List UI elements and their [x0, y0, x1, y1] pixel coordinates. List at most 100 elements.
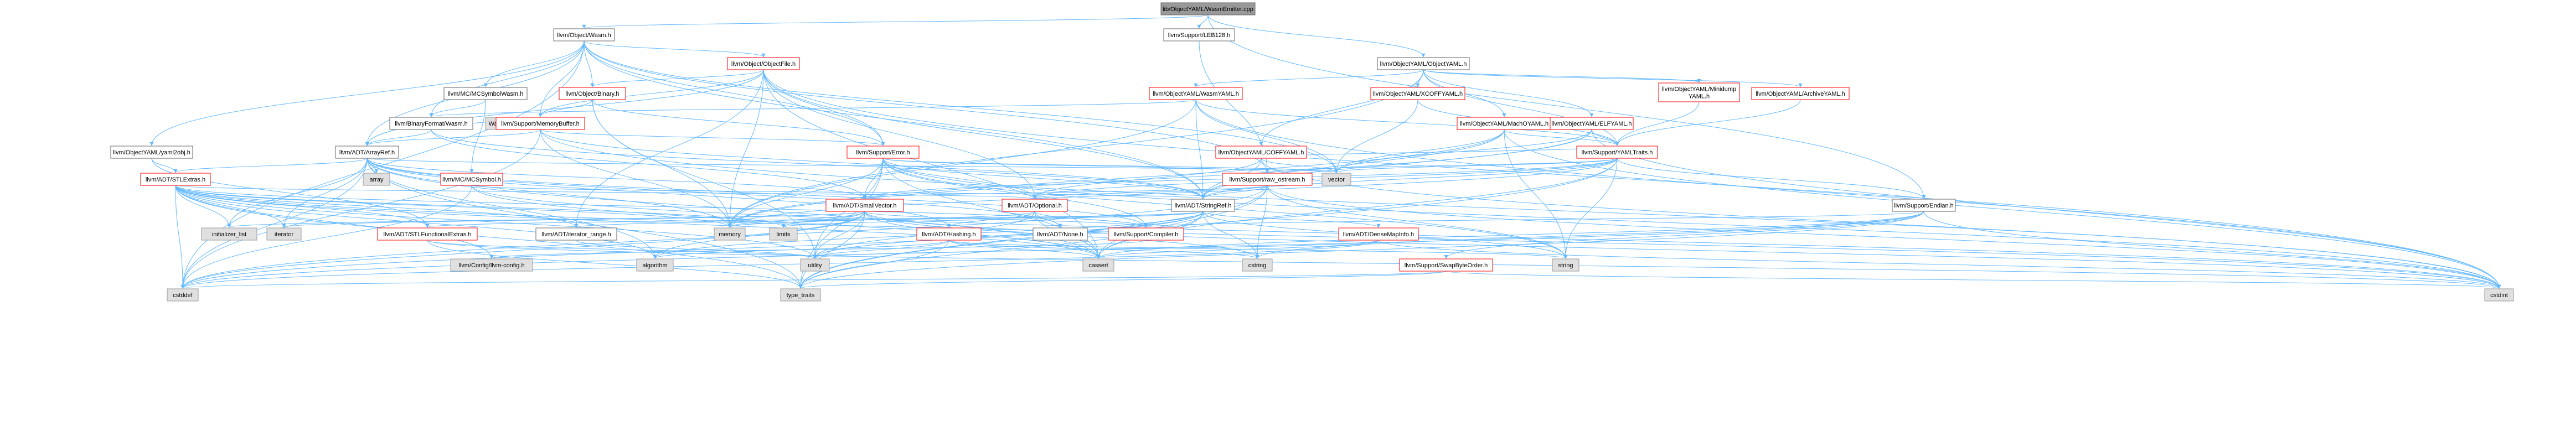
edge-arrayref-to-typetraits	[366, 158, 803, 289]
edge-stlextras-to-memory	[175, 185, 732, 228]
node-initlist: initializer_list	[201, 227, 257, 241]
edge-arrayref-to-hashing	[366, 158, 951, 228]
node-label-llvmconfig: llvm/Config/llvm-config.h	[458, 262, 524, 269]
node-stringref[interactable]: llvm/ADT/StringRef.h	[1171, 199, 1235, 212]
edge-machoyaml-to-cstdint	[1504, 129, 2501, 289]
node-cassert: cassert	[1082, 258, 1114, 272]
node-box-objfile	[727, 57, 800, 70]
node-label-cstring: cstring	[1248, 262, 1266, 269]
edge-objfile-to-cstdint	[763, 69, 2501, 289]
node-label-cstdint: cstdint	[2490, 292, 2508, 299]
edge-stlextras-to-initlist	[175, 185, 231, 228]
edge-wasmyaml-to-stringref	[1195, 99, 1205, 199]
node-wasmyaml[interactable]: llvm/ObjectYAML/WasmYAML.h	[1149, 87, 1243, 100]
edge-endian-to-compiler	[1144, 211, 1924, 228]
node-box-stringref	[1171, 199, 1235, 212]
edge-stlextras-to-typetraits	[175, 185, 803, 289]
node-archiveyaml[interactable]: llvm/ObjectYAML/ArchiveYAML.h	[1751, 87, 1850, 100]
node-endian[interactable]: llvm/Support/Endian.h	[1892, 199, 1956, 212]
node-label-algorithm: algorithm	[642, 262, 667, 269]
edge-stlextras-to-stlfunc	[175, 185, 430, 228]
edge-densemapinfo-to-cstddef	[180, 240, 1379, 289]
node-box-mcsymbol	[440, 173, 503, 186]
node-mcsymwasm[interactable]: llvm/MC/MCSymbolWasm.h	[443, 87, 528, 100]
node-xcoffyaml[interactable]: llvm/ObjectYAML/XCOFFYAML.h	[1370, 87, 1465, 100]
node-machoyaml[interactable]: llvm/ObjectYAML/MachOYAML.h	[1457, 117, 1552, 130]
node-label-minidumpyaml: llvm/ObjectYAML/Minidump	[1662, 86, 1736, 93]
node-label-iterrange: llvm/ADT/iterator_range.h	[541, 231, 611, 238]
node-objyaml[interactable]: llvm/ObjectYAML/ObjectYAML.h	[1377, 57, 1470, 70]
node-box-memory	[714, 227, 746, 241]
node-label-optional: llvm/ADT/Optional.h	[1008, 203, 1062, 209]
node-label-supporterror: llvm/Support/Error.h	[856, 149, 910, 156]
node-optional[interactable]: llvm/ADT/Optional.h	[1002, 199, 1068, 212]
edge-binfmtwasm-to-arrayref	[365, 129, 432, 146]
node-objbinary[interactable]: llvm/Object/Binary.h	[559, 87, 626, 100]
node-densemapinfo[interactable]: llvm/ADT/DenseMapInfo.h	[1338, 227, 1419, 241]
node-label-memory: memory	[719, 231, 741, 238]
edge-objfile-to-optional	[763, 69, 1037, 199]
node-root[interactable]: lib/ObjectYAML/WasmEmitter.cpp	[1160, 2, 1256, 15]
edge-objfile-to-stringref	[763, 69, 1205, 199]
node-label-mcsymwasm: llvm/MC/MCSymbolWasm.h	[448, 91, 524, 97]
node-yamlh[interactable]: llvm/ObjectYAML/yaml2obj.h	[110, 146, 193, 159]
node-algorithm: algorithm	[636, 258, 674, 272]
node-label-xcoffyaml: llvm/ObjectYAML/XCOFFYAML.h	[1373, 91, 1463, 97]
node-iterrange[interactable]: llvm/ADT/iterator_range.h	[535, 227, 617, 241]
node-box-typetraits	[780, 288, 821, 302]
node-array: array	[363, 173, 390, 186]
node-memorybuf[interactable]: llvm/Support/MemoryBuffer.h	[495, 117, 585, 130]
edge-machoyaml-to-stringref	[1201, 129, 1505, 199]
edge-stringref-to-cstddef	[180, 211, 1204, 289]
edge-objwasm-to-yamlh	[149, 40, 585, 146]
edge-stringref-to-stlfunc	[426, 211, 1204, 228]
node-box-root	[1160, 2, 1256, 15]
node-box-coffyaml	[1215, 146, 1307, 159]
node-none[interactable]: llvm/ADT/None.h	[1033, 227, 1088, 241]
edge-rawostream-to-cassert	[1096, 185, 1268, 259]
node-elfyaml[interactable]: llvm/ObjectYAML/ELFYAML.h	[1550, 117, 1634, 130]
node-compiler[interactable]: llvm/Support/Compiler.h	[1108, 227, 1184, 241]
edge-endian-to-swapbyte	[1444, 211, 1924, 259]
node-box-array	[363, 173, 390, 186]
node-label-wasmyaml: llvm/ObjectYAML/WasmYAML.h	[1153, 91, 1239, 97]
node-swapbyte[interactable]: llvm/Support/SwapByteOrder.h	[1399, 258, 1493, 272]
node-hashing[interactable]: llvm/ADT/Hashing.h	[916, 227, 982, 241]
node-box-wasmyaml	[1149, 87, 1243, 100]
edge-xcoffyaml-to-vector	[1334, 99, 1418, 173]
node-label-arrayref: llvm/ADT/ArrayRef.h	[339, 149, 395, 156]
node-label-iterator: iterator	[275, 231, 294, 238]
node-label-objfile: llvm/Object/ObjectFile.h	[731, 61, 796, 68]
edge-mcsymbol-to-cstddef	[180, 185, 472, 289]
edge-stringref-to-iterrange	[575, 211, 1204, 228]
node-label-initlist: initializer_list	[212, 231, 246, 238]
node-coffyaml[interactable]: llvm/ObjectYAML/COFFYAML.h	[1215, 146, 1307, 159]
node-supporterror[interactable]: llvm/Support/Error.h	[846, 146, 920, 159]
edge-hashing-to-string	[948, 240, 1568, 259]
node-rawostream[interactable]: llvm/Support/raw_ostream.h	[1222, 173, 1313, 186]
edge-objwasm-to-objbinary	[584, 40, 595, 87]
node-box-minidumpyaml	[1658, 82, 1740, 102]
node-smallvector[interactable]: llvm/ADT/SmallVector.h	[825, 199, 904, 212]
node-box-supporterror	[846, 146, 920, 159]
node-yamltraits[interactable]: llvm/Support/YAMLTraits.h	[1576, 146, 1658, 159]
node-box-objwasm	[553, 28, 615, 41]
node-box-xcoffyaml	[1370, 87, 1465, 100]
node-binfmtwasm[interactable]: llvm/BinaryFormat/Wasm.h	[389, 117, 473, 130]
node-arrayref[interactable]: llvm/ADT/ArrayRef.h	[335, 146, 399, 159]
edge-arrayref-to-smallvector	[366, 158, 867, 199]
edge-stlfunc-to-utility	[427, 240, 817, 259]
edge-arrayref-to-cstddef	[180, 158, 368, 289]
edge-objwasm-to-objfile	[584, 40, 766, 58]
node-stlfunc[interactable]: llvm/ADT/STLFunctionalExtras.h	[377, 227, 478, 241]
edge-rawostream-to-cstring	[1255, 185, 1268, 259]
node-objfile[interactable]: llvm/Object/ObjectFile.h	[727, 57, 800, 70]
edge-stringref-to-densemapinfo	[1202, 211, 1381, 228]
node-label-swapbyte: llvm/Support/SwapByteOrder.h	[1405, 262, 1488, 269]
node-objwasm[interactable]: llvm/Object/Wasm.h	[553, 28, 615, 41]
node-leb[interactable]: llvm/Support/LEB128.h	[1163, 28, 1235, 41]
edge-memorybuf-to-memory	[540, 129, 732, 228]
node-stlextras[interactable]: llvm/ADT/STLExtras.h	[140, 173, 211, 186]
node-mcsymbol[interactable]: llvm/MC/MCSymbol.h	[440, 173, 503, 186]
